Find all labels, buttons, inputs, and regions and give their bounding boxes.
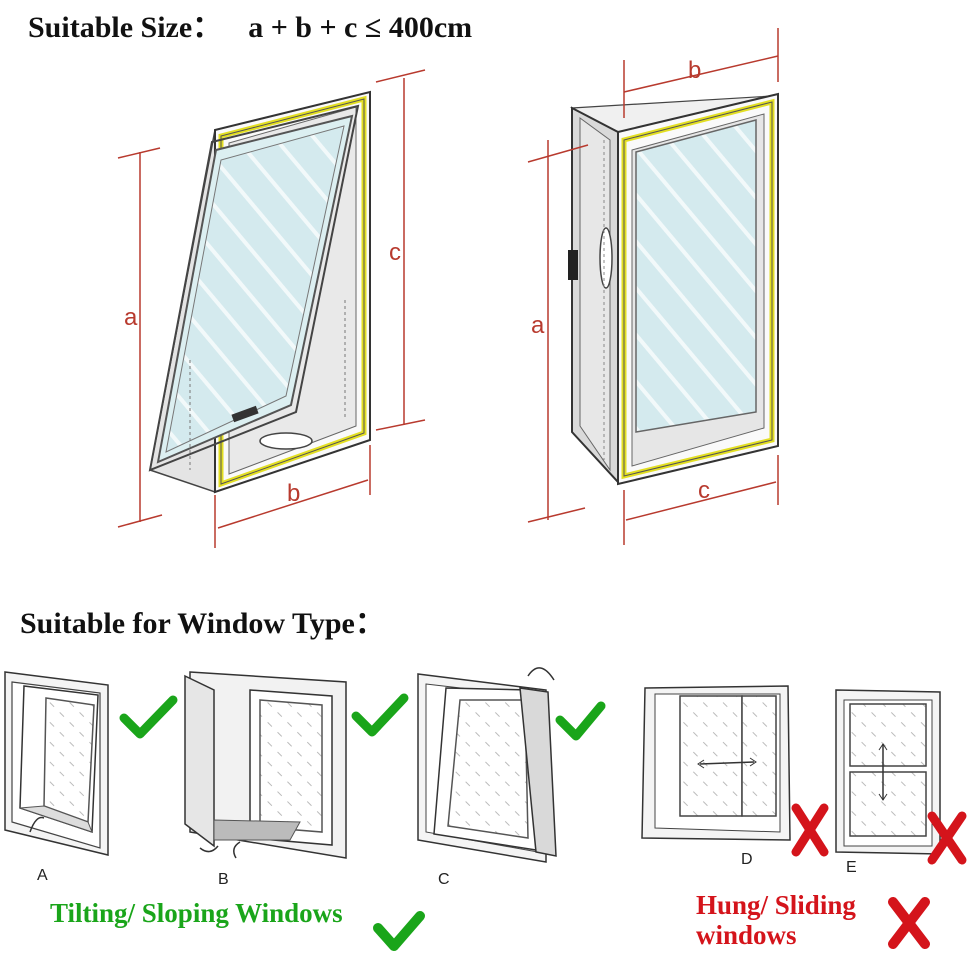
dim-label-c-right: c [698,477,710,504]
cross-icon-e [927,811,967,865]
window-type-b [184,671,347,859]
dim-label-c-left: c [389,239,401,266]
type-label-d: D [741,851,753,868]
tilted-sash [148,104,360,472]
vent-opening [259,432,313,450]
window-type-c [417,667,557,863]
window-type-heading: Suitable for Window Type： [20,607,385,640]
check-icon-c [555,701,606,741]
type-label-c: C [438,871,450,888]
type-label-e: E [846,859,857,876]
suitable-caption: Tilting/ Sloping Windows [50,898,343,928]
turn-window-diagram [568,92,779,486]
dimension-lines-right [527,28,779,545]
check-icon-a [119,695,178,739]
tilt-window-diagram [148,90,371,494]
cross-icon-d [791,803,829,857]
check-icon-caption [373,911,425,951]
dimension-lines-left [117,69,426,548]
dim-label-a-left: a [124,304,138,331]
size-label: Suitable Size： [28,11,223,44]
dim-label-b-right: b [688,57,701,84]
unsuitable-caption-line1: Hung/ Sliding [696,890,856,920]
type-label-b: B [218,871,229,888]
cross-icon-caption [888,897,930,949]
unsuitable-caption: Hung/ Sliding windows [696,890,856,950]
check-icon-b [351,693,409,737]
vent-opening-right [599,227,613,289]
suitable-size-heading: Suitable Size： a + b + c ≤ 400cm [28,2,472,46]
size-formula: a + b + c ≤ 400cm [248,11,473,44]
window-type-a [4,671,109,856]
dim-label-b-left: b [287,480,300,507]
window-type-d [641,685,791,841]
window-type-e [835,689,941,855]
unsuitable-caption-line2: windows [696,920,797,950]
type-label-a: A [37,867,48,884]
dim-label-a-right: a [531,312,545,339]
